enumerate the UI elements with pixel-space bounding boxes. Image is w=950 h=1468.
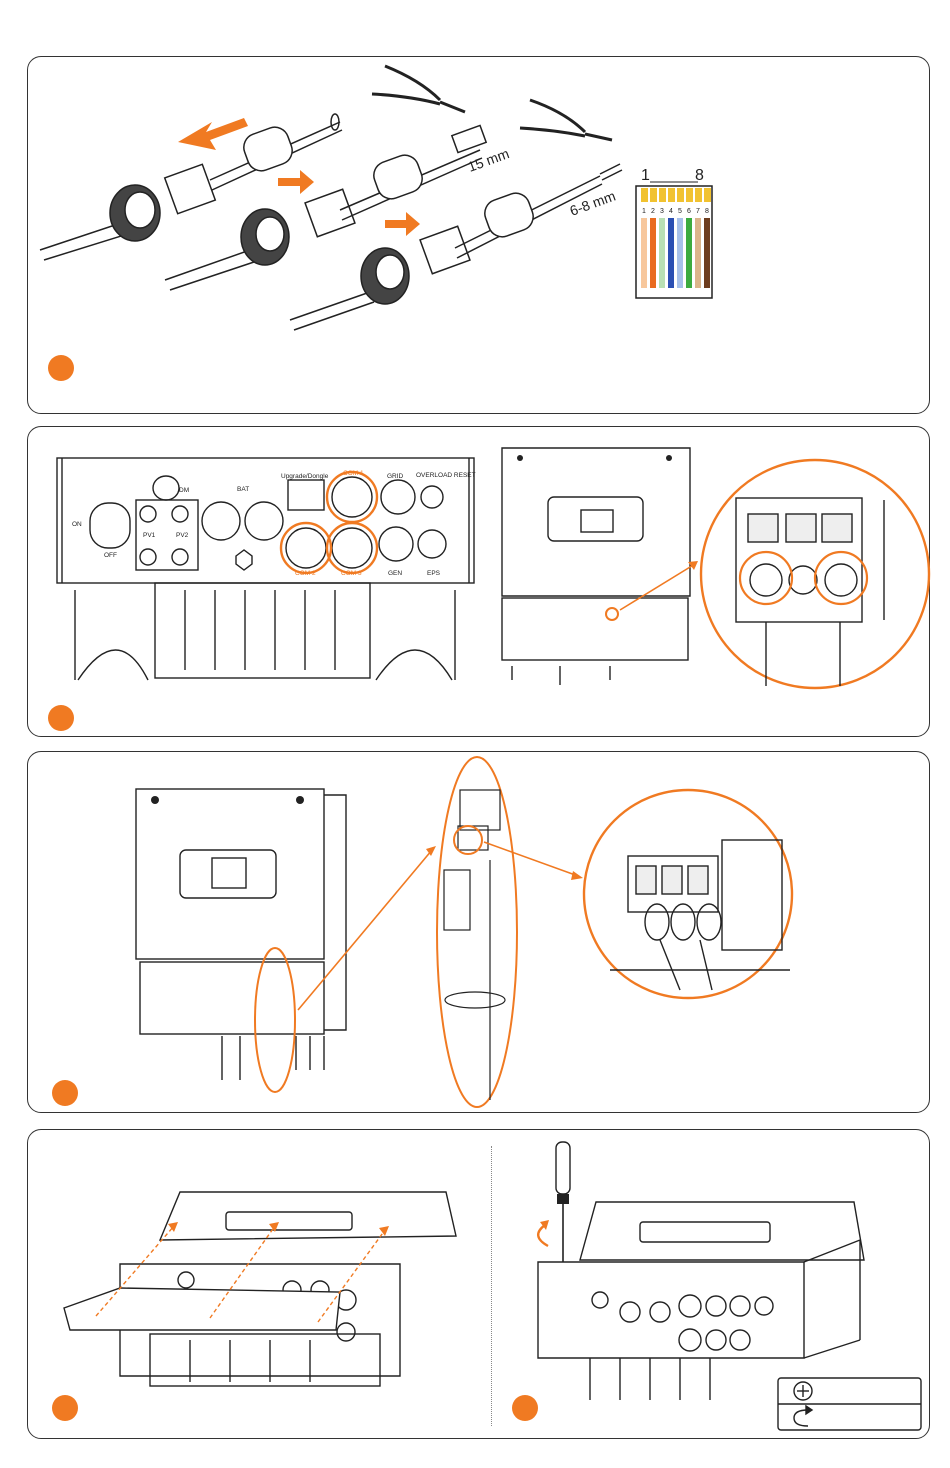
- inverter-icon: [64, 1192, 456, 1386]
- screwdriver-icon: [556, 1142, 570, 1262]
- legend: [778, 1378, 921, 1430]
- inverter-icon: [538, 1202, 864, 1400]
